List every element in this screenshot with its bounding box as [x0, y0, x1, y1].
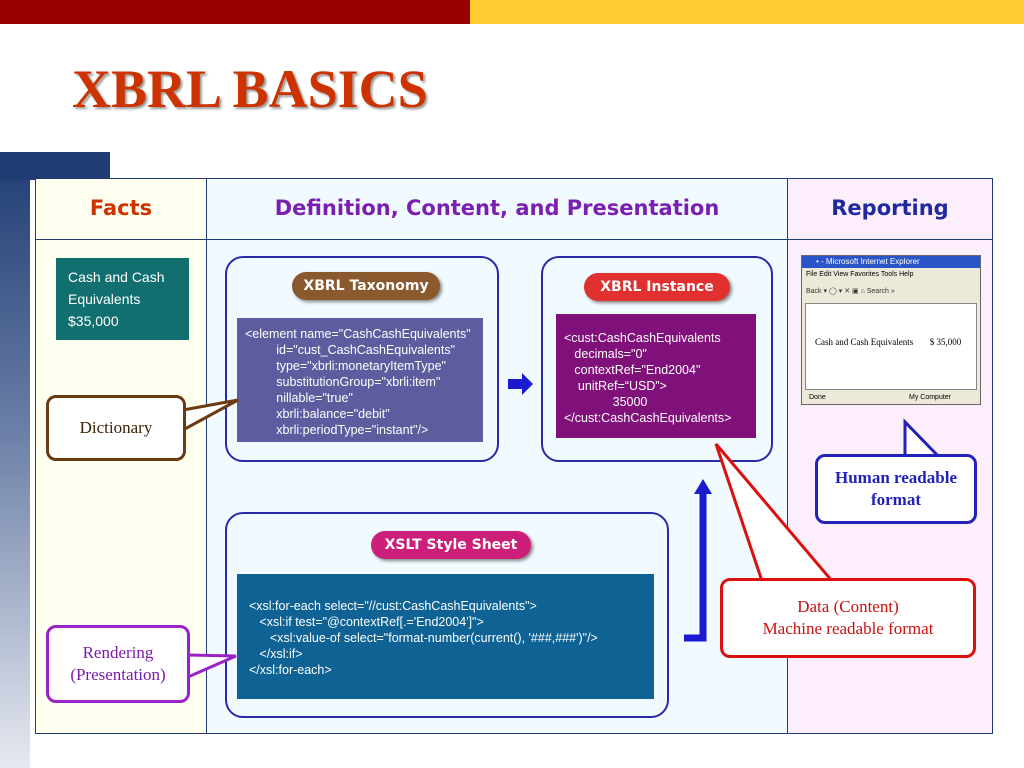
- browser-toolbar: Back ▾ ◯ ▾ ✕ ▣ ⌂ Search »: [806, 288, 895, 295]
- human-readable-callout: Human readable format: [815, 454, 977, 524]
- browser-screenshot: • - Microsoft Internet Explorer File Edi…: [801, 255, 981, 405]
- rendering-text-1: Rendering: [82, 643, 154, 662]
- browser-status-right: My Computer: [909, 394, 952, 401]
- left-accent-block: [0, 152, 110, 180]
- top-bar-red: [0, 0, 470, 24]
- human-pointer: [903, 418, 944, 460]
- browser-page: Cash and Cash Equivalents $ 35,000: [805, 303, 977, 390]
- left-gradient-bar: [0, 152, 30, 768]
- definition-header: Definition, Content, and Presentation: [274, 196, 720, 220]
- fact-box: Cash and Cash Equivalents $35,000: [56, 258, 189, 340]
- dictionary-pointer: [181, 398, 239, 433]
- xslt-code: <xsl:for-each select="//cust:CashCashEqu…: [237, 574, 654, 699]
- reporting-header: Reporting: [831, 196, 949, 220]
- taxonomy-code: <element name="CashCashEquivalents" id="…: [237, 318, 483, 442]
- rendering-pointer: [186, 653, 237, 680]
- data-text-2: Machine readable format: [762, 619, 934, 638]
- human-text-1: Human readable: [834, 468, 957, 487]
- xslt-frame: [225, 512, 669, 718]
- rendering-text-2: (Presentation): [70, 665, 166, 684]
- taxonomy-label: XBRL Taxonomy: [292, 272, 440, 300]
- xslt-label: XSLT Style Sheet: [371, 531, 531, 559]
- browser-status-left: Done: [809, 394, 826, 401]
- rendering-callout: Rendering (Presentation): [46, 625, 190, 703]
- instance-label: XBRL Instance: [584, 273, 730, 301]
- facts-header: Facts: [89, 196, 153, 220]
- dictionary-callout: Dictionary: [46, 395, 186, 461]
- browser-menu: File Edit View Favorites Tools Help: [806, 271, 914, 278]
- dictionary-text: Dictionary: [79, 418, 153, 437]
- instance-code: <cust:CashCashEquivalents decimals="0" c…: [556, 314, 756, 438]
- browser-content-value: $ 35,000: [929, 337, 962, 347]
- fact-line-2: Equivalents: [68, 291, 141, 307]
- browser-status: Done My Computer: [805, 392, 977, 404]
- fact-value: $35,000: [68, 313, 119, 329]
- data-text-1: Data (Content): [797, 597, 899, 616]
- browser-content: Cash and Cash Equivalents $ 35,000: [815, 337, 961, 347]
- browser-content-label: Cash and Cash Equivalents: [815, 337, 914, 347]
- human-text-2: format: [870, 490, 921, 509]
- instance-frame: [541, 256, 773, 462]
- top-bar-gold: [470, 0, 1024, 24]
- slide-title: XBRL BASICS: [72, 59, 428, 119]
- taxonomy-frame: [225, 256, 499, 462]
- data-content-callout: Data (Content) Machine readable format: [720, 578, 976, 658]
- header-divider: [35, 239, 993, 240]
- fact-line-1: Cash and Cash: [68, 269, 165, 285]
- up-arrow-icon: [694, 479, 712, 494]
- browser-title: • - Microsoft Internet Explorer: [802, 256, 980, 268]
- up-arrow-line: [684, 494, 707, 642]
- right-arrow-icon: [508, 373, 533, 395]
